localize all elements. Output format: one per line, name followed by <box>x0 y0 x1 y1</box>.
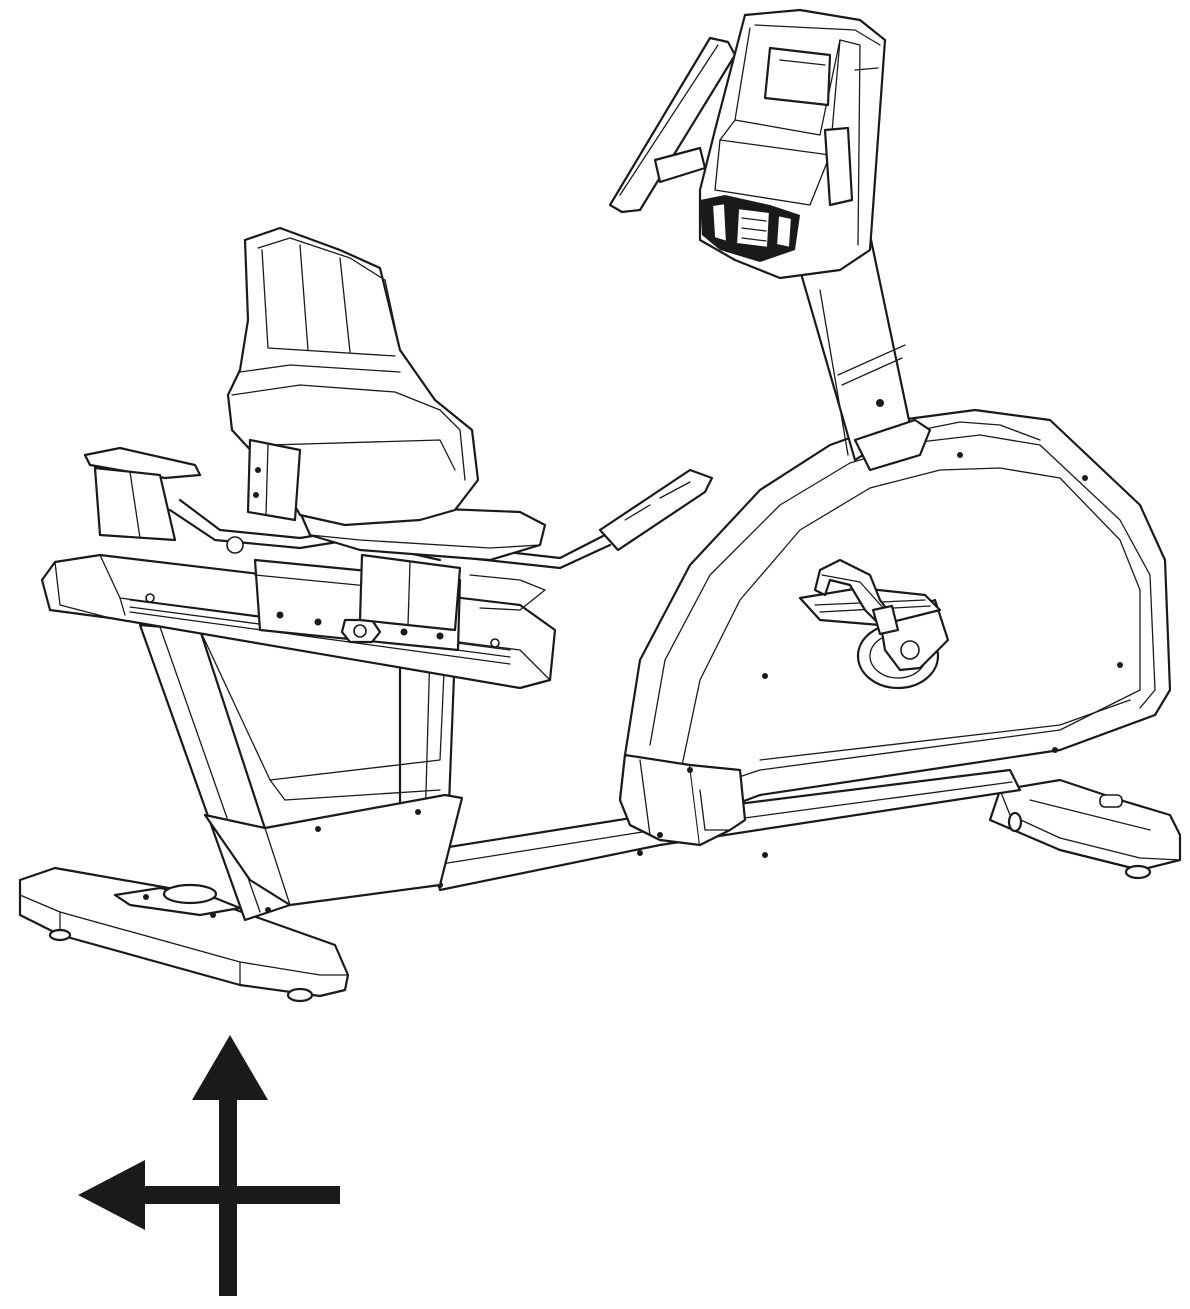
rear-stabilizer <box>18 866 350 1003</box>
seat-support-frame <box>138 623 464 922</box>
front-stabilizer <box>988 778 1182 880</box>
pedal-assembly <box>798 558 950 690</box>
side-handlebars <box>83 446 714 632</box>
direction-arrows-icon <box>78 1035 340 1296</box>
seat-backrest <box>226 226 480 527</box>
console-display <box>698 8 887 280</box>
